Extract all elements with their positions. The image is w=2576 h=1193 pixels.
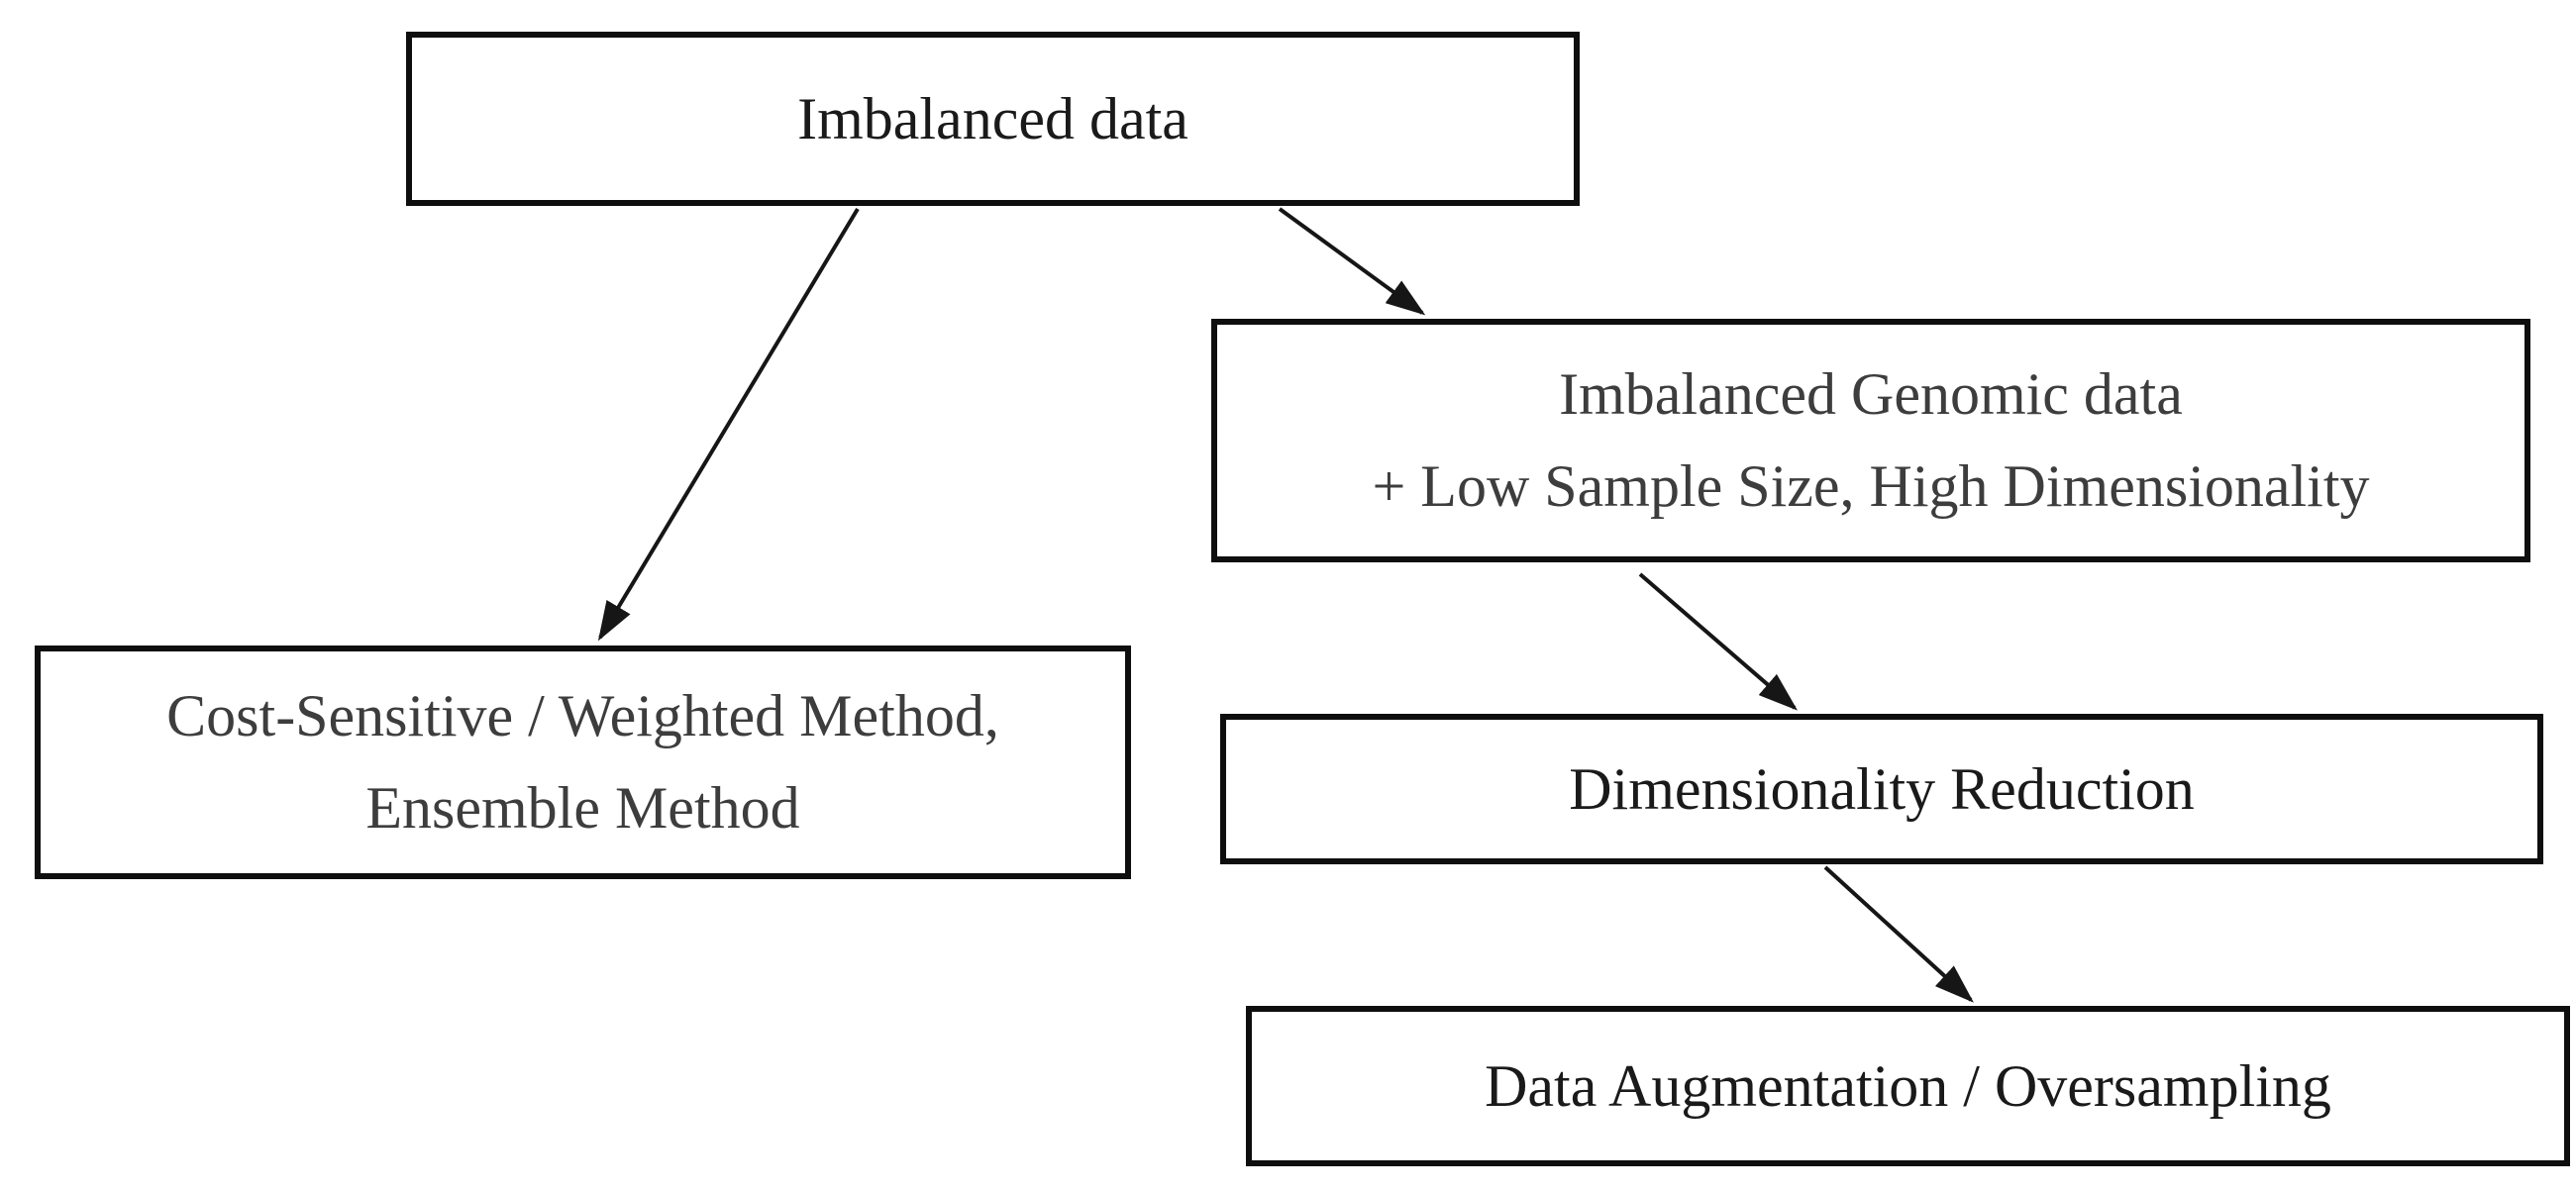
edge-imbalanced-genomic-to-dimensionality-reduction (1638, 572, 1799, 711)
node-cost-sensitive-label-line-2: Ensemble Method (365, 775, 800, 841)
edge-imbalanced-data-to-cost-sensitive (597, 207, 860, 642)
edge-dimensionality-reduction-to-data-augmentation (1823, 865, 1974, 1003)
edge-imbalanced-data-to-imbalanced-genomic (1278, 207, 1426, 316)
node-imbalanced-genomic-data-label-line-2: + Low Sample Size, High Dimensionality (1372, 453, 2370, 519)
node-dimensionality-reduction: Dimensionality Reduction (1220, 714, 2543, 864)
node-imbalanced-genomic-data-label-line-1: Imbalanced Genomic data (1559, 361, 2183, 427)
node-data-augmentation-oversampling-label: Data Augmentation / Oversampling (1485, 1052, 2331, 1119)
node-imbalanced-data: Imbalanced data (406, 32, 1580, 206)
node-imbalanced-genomic-data: Imbalanced Genomic data + Low Sample Siz… (1211, 319, 2530, 562)
node-dimensionality-reduction-label: Dimensionality Reduction (1569, 755, 2195, 822)
node-cost-sensitive-weighted-ensemble: Cost-Sensitive / Weighted Method, Ensemb… (35, 646, 1131, 879)
node-data-augmentation-oversampling: Data Augmentation / Oversampling (1246, 1006, 2570, 1166)
node-imbalanced-data-label: Imbalanced data (797, 85, 1188, 151)
node-cost-sensitive-label-line-1: Cost-Sensitive / Weighted Method, (166, 683, 999, 748)
